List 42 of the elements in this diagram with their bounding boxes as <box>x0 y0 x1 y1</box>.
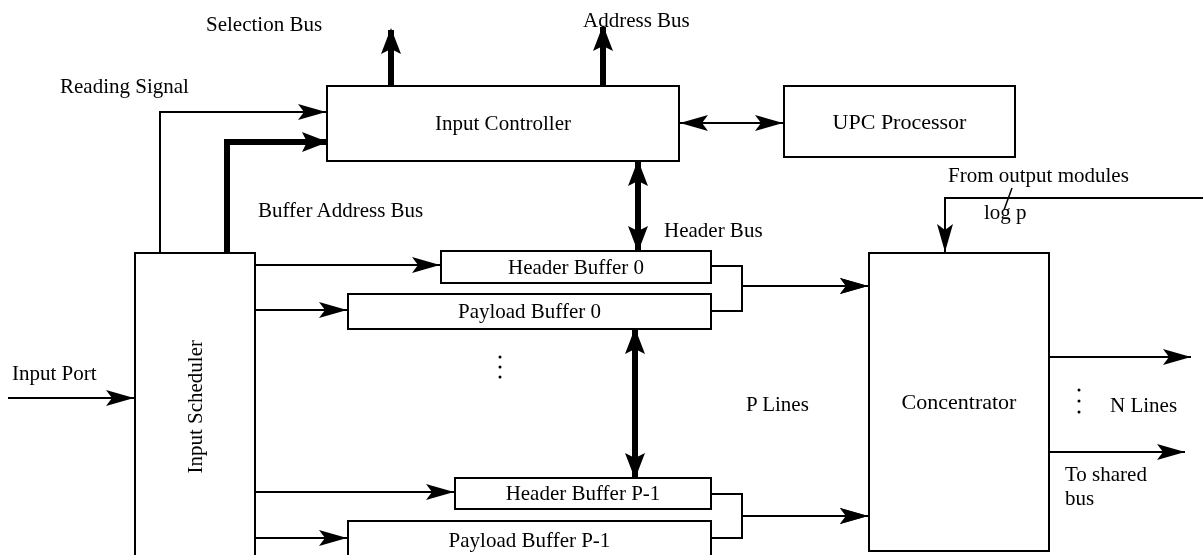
block-label: UPC Processor <box>832 108 967 135</box>
edge-label: Address Bus <box>583 8 690 33</box>
arrow <box>1049 349 1192 365</box>
edge-label: Selection Bus <box>206 12 323 37</box>
arrow <box>1049 444 1186 460</box>
block-box <box>868 252 1050 552</box>
arrow <box>224 132 328 252</box>
arrow <box>937 197 1203 253</box>
block-box <box>326 85 680 162</box>
signal-label: log p <box>984 200 1027 225</box>
edge-label: Buffer Address Bus <box>258 198 425 223</box>
arrow <box>255 302 348 318</box>
block-label: Payload Buffer 0 <box>457 299 602 324</box>
block-label: Input Scheduler <box>182 340 208 474</box>
edge-label: Input Port <box>12 361 97 386</box>
arrow <box>7 390 135 406</box>
arrow <box>255 484 455 500</box>
arrow <box>381 28 401 85</box>
block-label: Concentrator <box>901 389 1017 415</box>
block-box <box>134 252 256 555</box>
edge-label: To shared bus <box>1065 462 1148 511</box>
block-box <box>454 477 712 510</box>
arrow <box>628 160 648 252</box>
arrow <box>255 530 348 546</box>
arrow <box>159 104 327 253</box>
arrow <box>255 257 441 273</box>
edge-label: Reading Signal <box>60 74 189 99</box>
block-box <box>347 293 712 330</box>
edge-label: From output modules <box>948 163 1129 188</box>
block-box <box>347 520 712 555</box>
arrow <box>679 115 784 131</box>
arrow <box>593 25 613 85</box>
arrow <box>625 328 645 479</box>
edge-label: Header Bus <box>664 218 763 243</box>
signal-label: P Lines <box>746 392 809 417</box>
block-label: Payload Buffer P-1 <box>448 527 611 553</box>
block-label: Header Buffer P-1 <box>505 481 661 506</box>
signal-label: N Lines <box>1110 393 1178 418</box>
block-box <box>783 85 1016 158</box>
block-label: Header Buffer 0 <box>507 254 645 280</box>
block-box <box>440 250 712 284</box>
block-label: Input Controller <box>435 111 571 136</box>
